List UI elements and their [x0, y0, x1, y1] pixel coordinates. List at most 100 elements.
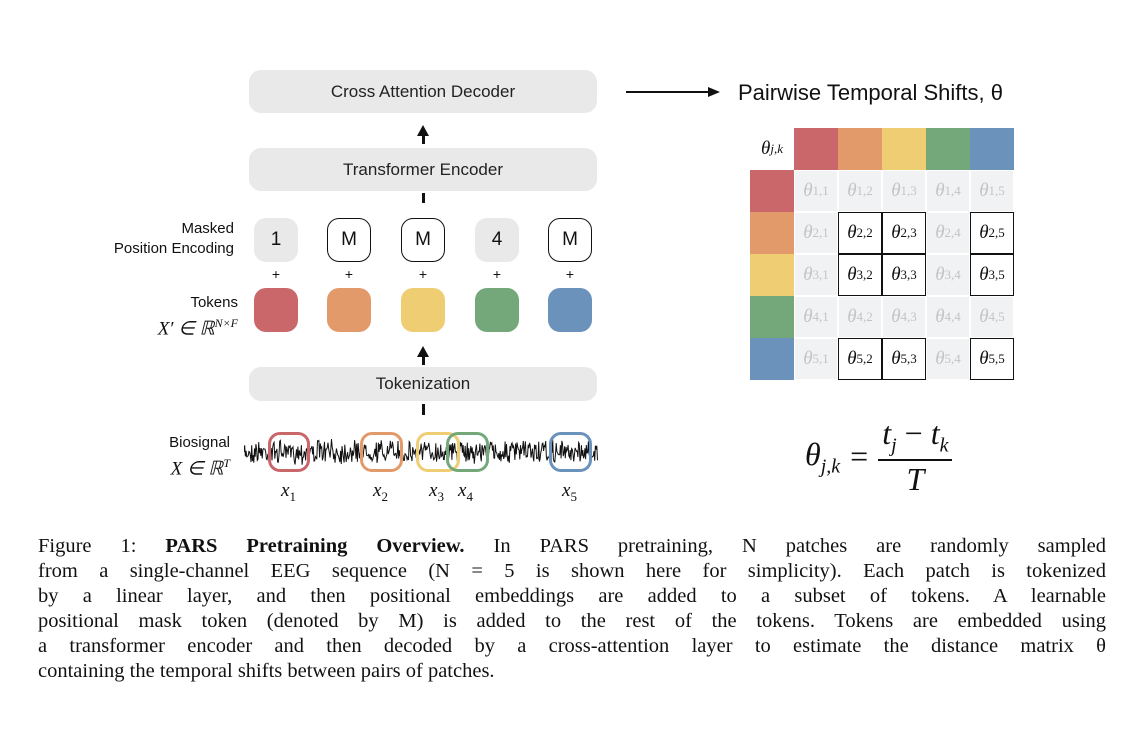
cell-index: 1,2 — [856, 183, 873, 198]
cell-theta: θ — [979, 348, 989, 369]
formula-tk-sub: k — [939, 434, 949, 457]
patch-label-sub: 4 — [466, 488, 473, 504]
cell-theta: θ — [803, 180, 813, 201]
cell-index: 4,1 — [812, 309, 829, 324]
caption-line: positional mask token (denoted by M) is … — [38, 610, 1106, 632]
cell-index: 3,3 — [900, 267, 917, 282]
token-3 — [401, 288, 445, 332]
cell-index: 3,2 — [856, 267, 873, 282]
token-5 — [548, 288, 592, 332]
biosignal-label-text: Biosignal — [169, 434, 230, 451]
corner-theta: θ — [761, 138, 771, 159]
cell-index: 3,5 — [988, 267, 1005, 282]
cell-theta: θ — [847, 264, 857, 285]
caption-line: Figure 1: PARS Pretraining Overview. In … — [38, 534, 1106, 559]
caption-line: containing the temporal shifts between p… — [38, 660, 495, 682]
encoder-label: Transformer Encoder — [343, 159, 503, 179]
patch-label-sub: 5 — [570, 488, 577, 504]
biosignal-label: Biosignal X ∈ ℝT — [60, 433, 230, 479]
plus-sign: + — [492, 266, 502, 282]
tokens-math-base: X′ ∈ ℝ — [157, 318, 215, 340]
cell-theta: θ — [935, 348, 945, 369]
position-encoding-token: 1 — [254, 218, 298, 262]
cell-index: 5,3 — [900, 351, 917, 366]
cell-theta: θ — [847, 306, 857, 327]
cell-index: 4,2 — [856, 309, 873, 324]
column-color-header — [838, 128, 882, 170]
formula-numerator: tj−tk — [878, 415, 953, 462]
token-1 — [254, 288, 298, 332]
cell-theta: θ — [979, 264, 989, 285]
patch-label-sub: 3 — [437, 488, 444, 504]
cell-index: 5,2 — [856, 351, 873, 366]
plus-sign: + — [271, 266, 281, 282]
biosignal-math-base: X ∈ ℝ — [170, 458, 224, 480]
tokens-math: X′ ∈ ℝN×F — [60, 313, 238, 339]
pe-label-line2: Position Encoding — [113, 240, 234, 257]
cell-index: 2,4 — [944, 225, 961, 240]
cell-theta: θ — [891, 348, 901, 369]
cell-theta: θ — [979, 222, 989, 243]
mask-token: M — [401, 218, 445, 262]
pe-label-line1: Masked — [181, 220, 234, 237]
plus-sign: + — [565, 266, 575, 282]
formula-theta: θ — [805, 435, 821, 472]
column-color-header — [970, 128, 1014, 170]
formula-equals: = — [850, 438, 869, 475]
biosignal-math-sup: T — [223, 456, 230, 470]
tokens-label: Tokens X′ ∈ ℝN×F — [60, 293, 238, 339]
cell-theta: θ — [979, 180, 989, 201]
position-encoding-token: 4 — [475, 218, 519, 262]
caption-line: from a single-channel EEG sequence (N = … — [38, 560, 1106, 582]
cell-index: 2,2 — [856, 225, 873, 240]
tokens-label-text: Tokens — [190, 294, 238, 311]
row-color-header — [750, 254, 794, 296]
row-color-header — [750, 296, 794, 338]
cross-attention-decoder-box: Cross Attention Decoder — [249, 70, 597, 113]
cell-index: 4,4 — [944, 309, 961, 324]
formula-tj: t — [882, 415, 892, 451]
patch-label-base: x — [429, 480, 438, 501]
tokenization-box: Tokenization — [249, 367, 597, 401]
transformer-encoder-box: Transformer Encoder — [249, 148, 597, 191]
cell-index: 2,3 — [900, 225, 917, 240]
cell-index: 5,5 — [988, 351, 1005, 366]
plus-sign: + — [344, 266, 354, 282]
cell-theta: θ — [935, 306, 945, 327]
patch-label-base: x — [562, 480, 571, 501]
patch-label: x5 — [562, 480, 577, 505]
cell-theta: θ — [847, 222, 857, 243]
corner-sub: j,k — [770, 141, 783, 156]
figure-caption: Figure 1: PARS Pretraining Overview. In … — [38, 534, 1106, 684]
arrow-shaft — [422, 134, 425, 144]
patch-label-sub: 1 — [289, 488, 296, 504]
patch-label: x2 — [373, 480, 388, 505]
cell-theta: θ — [935, 264, 945, 285]
cell-index: 5,4 — [944, 351, 961, 366]
formula-fraction: tj−tk T — [878, 415, 953, 498]
theta-formula: θj,k = tj−tk T — [805, 415, 953, 498]
patch-window-4 — [446, 432, 489, 472]
pe-label: Masked Position Encoding — [60, 219, 234, 259]
patch-window-5 — [549, 432, 592, 472]
patch-label-base: x — [458, 480, 467, 501]
patch-label-sub: 2 — [381, 488, 388, 504]
cell-theta: θ — [891, 306, 901, 327]
